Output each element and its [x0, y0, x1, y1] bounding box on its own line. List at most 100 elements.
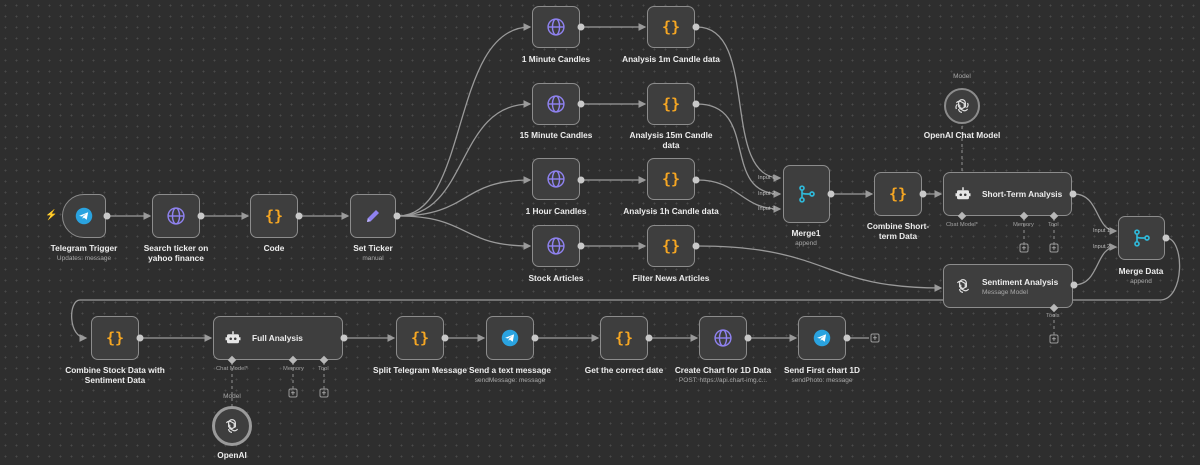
add-node-button[interactable]: +	[870, 333, 880, 343]
node-title: Code	[263, 243, 285, 253]
telegram-icon	[813, 329, 831, 347]
code-braces-icon: {}	[264, 207, 284, 225]
output-port[interactable]	[340, 334, 348, 342]
output-port[interactable]	[441, 334, 449, 342]
node-openai[interactable]	[212, 406, 252, 446]
node-sentiment-analysis[interactable]: Sentiment Analysis Message Model	[943, 264, 1073, 308]
output-port[interactable]	[393, 212, 401, 220]
node-15-minute-candles[interactable]	[532, 83, 580, 125]
node-analysis-1m[interactable]: {}	[647, 6, 695, 48]
output-port[interactable]	[692, 176, 700, 184]
output-port[interactable]	[295, 212, 303, 220]
node-filter-news[interactable]: {}	[647, 225, 695, 267]
port-label: Tool	[318, 366, 329, 372]
node-telegram-trigger[interactable]	[62, 194, 106, 238]
node-split-telegram[interactable]: {}	[396, 316, 444, 360]
add-memory-button[interactable]: +	[288, 388, 298, 398]
openai-icon	[225, 419, 239, 433]
output-port[interactable]	[531, 334, 539, 342]
globe-icon	[547, 95, 565, 113]
node-send-text-message[interactable]	[486, 316, 534, 360]
node-1-hour-candles[interactable]	[532, 158, 580, 200]
node-get-correct-date[interactable]: {}	[600, 316, 648, 360]
node-title: 1 Minute Candles	[521, 54, 591, 64]
globe-icon	[714, 329, 732, 347]
port-label: Memory	[1013, 222, 1034, 228]
node-code[interactable]: {}	[250, 194, 298, 238]
node-subtitle: Message Model	[982, 288, 1028, 296]
node-openai-chat-model[interactable]	[944, 88, 980, 124]
output-port[interactable]	[827, 190, 835, 198]
add-tool-button[interactable]: +	[319, 388, 329, 398]
add-tool-button[interactable]: +	[1049, 243, 1059, 253]
node-analysis-1h[interactable]: {}	[647, 158, 695, 200]
code-braces-icon: {}	[661, 18, 681, 36]
output-port[interactable]	[577, 23, 585, 31]
input-label: Input 1	[758, 175, 776, 181]
node-title: OpenAI	[217, 450, 247, 460]
code-braces-icon: {}	[661, 170, 681, 188]
node-create-chart[interactable]	[699, 316, 747, 360]
node-analysis-15m[interactable]: {}	[647, 83, 695, 125]
code-braces-icon: {}	[410, 329, 430, 347]
input-label: Input 2	[1093, 244, 1111, 250]
output-port[interactable]	[744, 334, 752, 342]
node-subtitle: manual	[362, 255, 384, 262]
node-title: Analysis 1h Candle data	[623, 206, 719, 216]
output-port[interactable]	[577, 100, 585, 108]
node-send-first-chart[interactable]	[798, 316, 846, 360]
input-label: Input 2	[758, 191, 776, 197]
robot-icon	[955, 187, 971, 200]
input-label: Input 3	[758, 206, 776, 212]
output-port[interactable]	[692, 242, 700, 250]
add-tools-button[interactable]: +	[1049, 334, 1059, 344]
output-port[interactable]	[197, 212, 205, 220]
node-search-ticker[interactable]	[152, 194, 200, 238]
output-port[interactable]	[103, 212, 111, 220]
node-title: Merge1	[791, 228, 821, 238]
output-port[interactable]	[692, 23, 700, 31]
node-merge1[interactable]	[783, 165, 830, 223]
node-title: Short-Term Analysis	[982, 189, 1063, 199]
output-port[interactable]	[1069, 190, 1077, 198]
output-port[interactable]	[919, 190, 927, 198]
telegram-icon	[75, 207, 93, 225]
globe-icon	[547, 18, 565, 36]
code-braces-icon: {}	[105, 329, 125, 347]
node-title: OpenAI Chat Model	[923, 130, 1001, 140]
port-label: Model	[223, 393, 241, 400]
node-subtitle: append	[1130, 278, 1152, 285]
node-title: Analysis 15m Candle data	[629, 130, 713, 150]
port-label: Chat Model*	[216, 366, 248, 372]
node-1-minute-candles[interactable]	[532, 6, 580, 48]
node-title: Combine Short-term Data	[866, 221, 930, 241]
node-merge-data[interactable]	[1118, 216, 1165, 260]
output-port[interactable]	[645, 334, 653, 342]
node-combine-short-term[interactable]: {}	[874, 172, 922, 216]
output-port[interactable]	[577, 176, 585, 184]
openai-icon	[956, 279, 970, 293]
port-label: Tool	[1048, 222, 1059, 228]
input-label: Input 1	[1093, 228, 1111, 234]
node-subtitle: sendMessage: message	[474, 377, 546, 384]
output-port[interactable]	[1070, 281, 1078, 289]
node-full-analysis[interactable]: Full Analysis	[213, 316, 343, 360]
code-braces-icon: {}	[661, 95, 681, 113]
node-title: 1 Hour Candles	[525, 206, 587, 216]
output-port[interactable]	[577, 242, 585, 250]
node-title: Merge Data	[1118, 266, 1164, 276]
node-stock-articles[interactable]	[532, 225, 580, 267]
output-port[interactable]	[692, 100, 700, 108]
node-subtitle: POST: https://api.chart-img.c...	[678, 377, 768, 384]
node-title: Search ticker on yahoo finance	[143, 243, 209, 263]
output-port[interactable]	[843, 334, 851, 342]
output-port[interactable]	[136, 334, 144, 342]
node-short-term-analysis[interactable]: Short-Term Analysis	[943, 172, 1072, 216]
node-combine-stock-data[interactable]: {}	[91, 316, 139, 360]
node-title: Get the correct date	[584, 365, 664, 375]
node-set-ticker[interactable]	[350, 194, 396, 238]
node-title: Sentiment Analysis	[982, 276, 1059, 287]
add-memory-button[interactable]: +	[1019, 243, 1029, 253]
output-port[interactable]	[1162, 234, 1170, 242]
